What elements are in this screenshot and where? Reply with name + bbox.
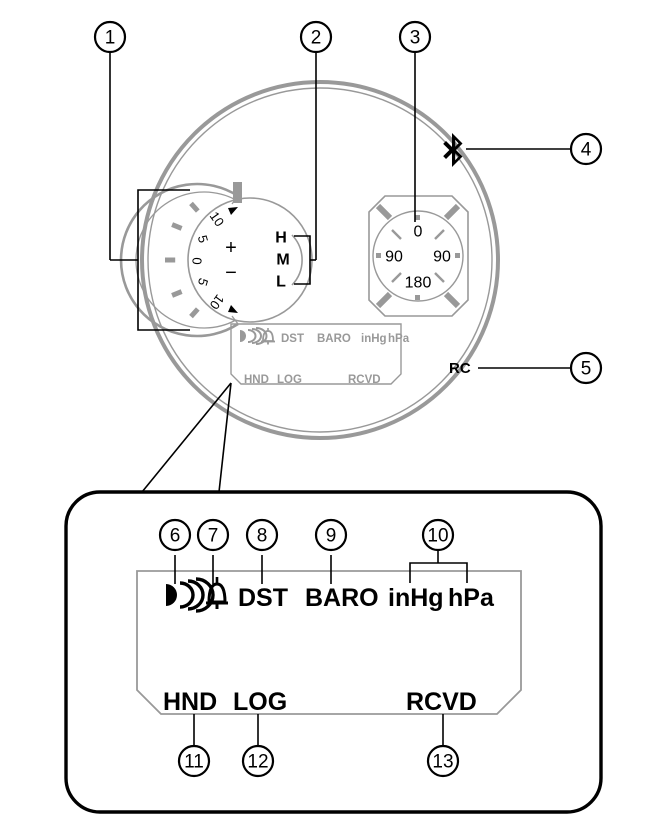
bezel-reference-marker (233, 182, 242, 203)
lcd-small-hpa: hPa (388, 333, 410, 345)
watch-outer-ring (140, 80, 500, 440)
callout-11-circle[interactable] (177, 744, 211, 778)
callout-12[interactable]: 12 (241, 714, 275, 778)
callout-13[interactable]: 13 (426, 714, 460, 778)
dial-tick-10-lower: 10 (207, 292, 228, 313)
lcd-small-bell-icon (261, 328, 275, 345)
dial-minus-symbol: − (225, 262, 237, 284)
callout-4[interactable]: 4 (466, 132, 603, 166)
log-indicator[interactable]: LOG (233, 688, 287, 716)
compass-label-south: 180 (405, 275, 432, 292)
rotating-bezel-scale[interactable] (119, 182, 242, 338)
hml-option-m: M (276, 252, 289, 269)
callout-4-circle[interactable] (569, 132, 603, 166)
compass-corner-ticks (375, 203, 461, 309)
callout-2-number: 2 (311, 28, 322, 49)
callout-6-number: 6 (170, 526, 181, 547)
callout-8-circle[interactable] (245, 518, 279, 552)
callout-5-number: 5 (581, 359, 592, 380)
callout-1-bracket (137, 189, 190, 331)
compass-label-east: 90 (433, 249, 451, 266)
callout-9[interactable]: 9 (314, 518, 348, 584)
compass-inner-ticks (391, 229, 445, 283)
hnd-indicator[interactable]: HND (163, 688, 217, 716)
callout-9-circle[interactable] (314, 518, 348, 552)
lcd-small-log: LOG (277, 374, 302, 386)
watch-lcd-small[interactable]: DST BARO inHg hPa HND LOG RCVD (230, 323, 410, 386)
callout-1-number: 1 (105, 28, 116, 49)
callout-12-circle[interactable] (241, 744, 275, 778)
callout-10[interactable]: 10 (409, 518, 468, 583)
dial-tick-0: 0 (189, 257, 204, 265)
callout-3[interactable]: 3 (398, 20, 432, 222)
lcd-small-rcvd: RCVD (348, 374, 381, 386)
hml-indicator[interactable]: H M L (275, 230, 303, 291)
callout-3-number: 3 (410, 28, 421, 49)
hml-arc (291, 234, 303, 286)
callout-3-circle[interactable] (398, 20, 432, 54)
lcd-small-hnd: HND (244, 374, 269, 386)
adjustment-dial[interactable]: 10 5 0 5 10 + − (187, 197, 313, 323)
dial-plus-symbol: + (225, 237, 237, 259)
callout-11-number: 11 (184, 752, 204, 773)
compass-dial[interactable]: 0 90 90 180 (368, 195, 469, 317)
dial-pointer-upper-icon (228, 207, 238, 215)
callout-12-number: 12 (247, 752, 268, 773)
callout-1[interactable]: 1 (93, 20, 190, 331)
compass-cardinal-dots (376, 215, 460, 300)
lcd-small-signal-icon (240, 327, 268, 345)
compass-label-west: 90 (385, 249, 403, 266)
dial-tick-5-upper: 5 (195, 233, 211, 244)
lcd-small-baro: BARO (317, 333, 351, 345)
callout-2-circle[interactable] (299, 20, 333, 54)
watch-body (140, 80, 500, 440)
detail-lcd-frame (136, 570, 522, 715)
callout-5-circle[interactable] (569, 351, 603, 385)
watch-inner-ring (147, 87, 493, 433)
callout-4-number: 4 (581, 140, 592, 161)
bluetooth-icon (443, 133, 463, 167)
callout-7-circle[interactable] (196, 518, 230, 552)
callout-2[interactable]: 2 (294, 20, 333, 285)
hml-option-h: H (275, 230, 287, 247)
compass-label-north: 0 (414, 224, 423, 241)
callout-5[interactable]: 5 (478, 351, 603, 385)
baro-indicator[interactable]: BARO (305, 584, 379, 612)
alarm-bell-icon[interactable] (206, 577, 228, 609)
callout-11[interactable]: 11 (177, 714, 211, 778)
dst-indicator[interactable]: DST (238, 584, 288, 612)
callout-6[interactable]: 6 (158, 518, 192, 584)
signal-icon[interactable] (166, 577, 215, 613)
compass-frame (368, 195, 469, 317)
callout-1-circle[interactable] (93, 20, 127, 54)
callout-10-circle[interactable] (421, 518, 455, 552)
magnifier-connector (141, 382, 232, 493)
lcd-small-dst: DST (281, 333, 304, 345)
callout-7-number: 7 (208, 526, 219, 547)
bezel-ticks (165, 201, 200, 319)
callout-13-circle[interactable] (426, 744, 460, 778)
callout-8[interactable]: 8 (245, 518, 279, 584)
rcvd-indicator[interactable]: RCVD (406, 688, 477, 716)
callout-10-number: 10 (427, 526, 448, 547)
hml-option-l: L (276, 274, 286, 291)
hpa-indicator[interactable]: hPa (448, 584, 495, 612)
callout-7[interactable]: 7 (196, 518, 230, 584)
inhg-indicator[interactable]: inHg (388, 584, 444, 612)
watch-lcd-small-frame (230, 323, 402, 385)
bluetooth-indicator[interactable] (443, 133, 463, 167)
rc-indicator[interactable]: RC (449, 360, 471, 377)
rc-indicator-label: RC (449, 360, 471, 377)
compass-ring (372, 210, 464, 302)
callout-8-number: 8 (257, 526, 268, 547)
callout-6-circle[interactable] (158, 518, 192, 552)
dial-pointer-lower-icon (228, 305, 238, 313)
callout-13-number: 13 (432, 752, 453, 773)
dial-tick-5-lower: 5 (195, 276, 212, 288)
dial-tick-10-upper: 10 (207, 209, 228, 229)
callout-9-number: 9 (326, 526, 337, 547)
lcd-small-inhg: inHg (361, 333, 387, 345)
